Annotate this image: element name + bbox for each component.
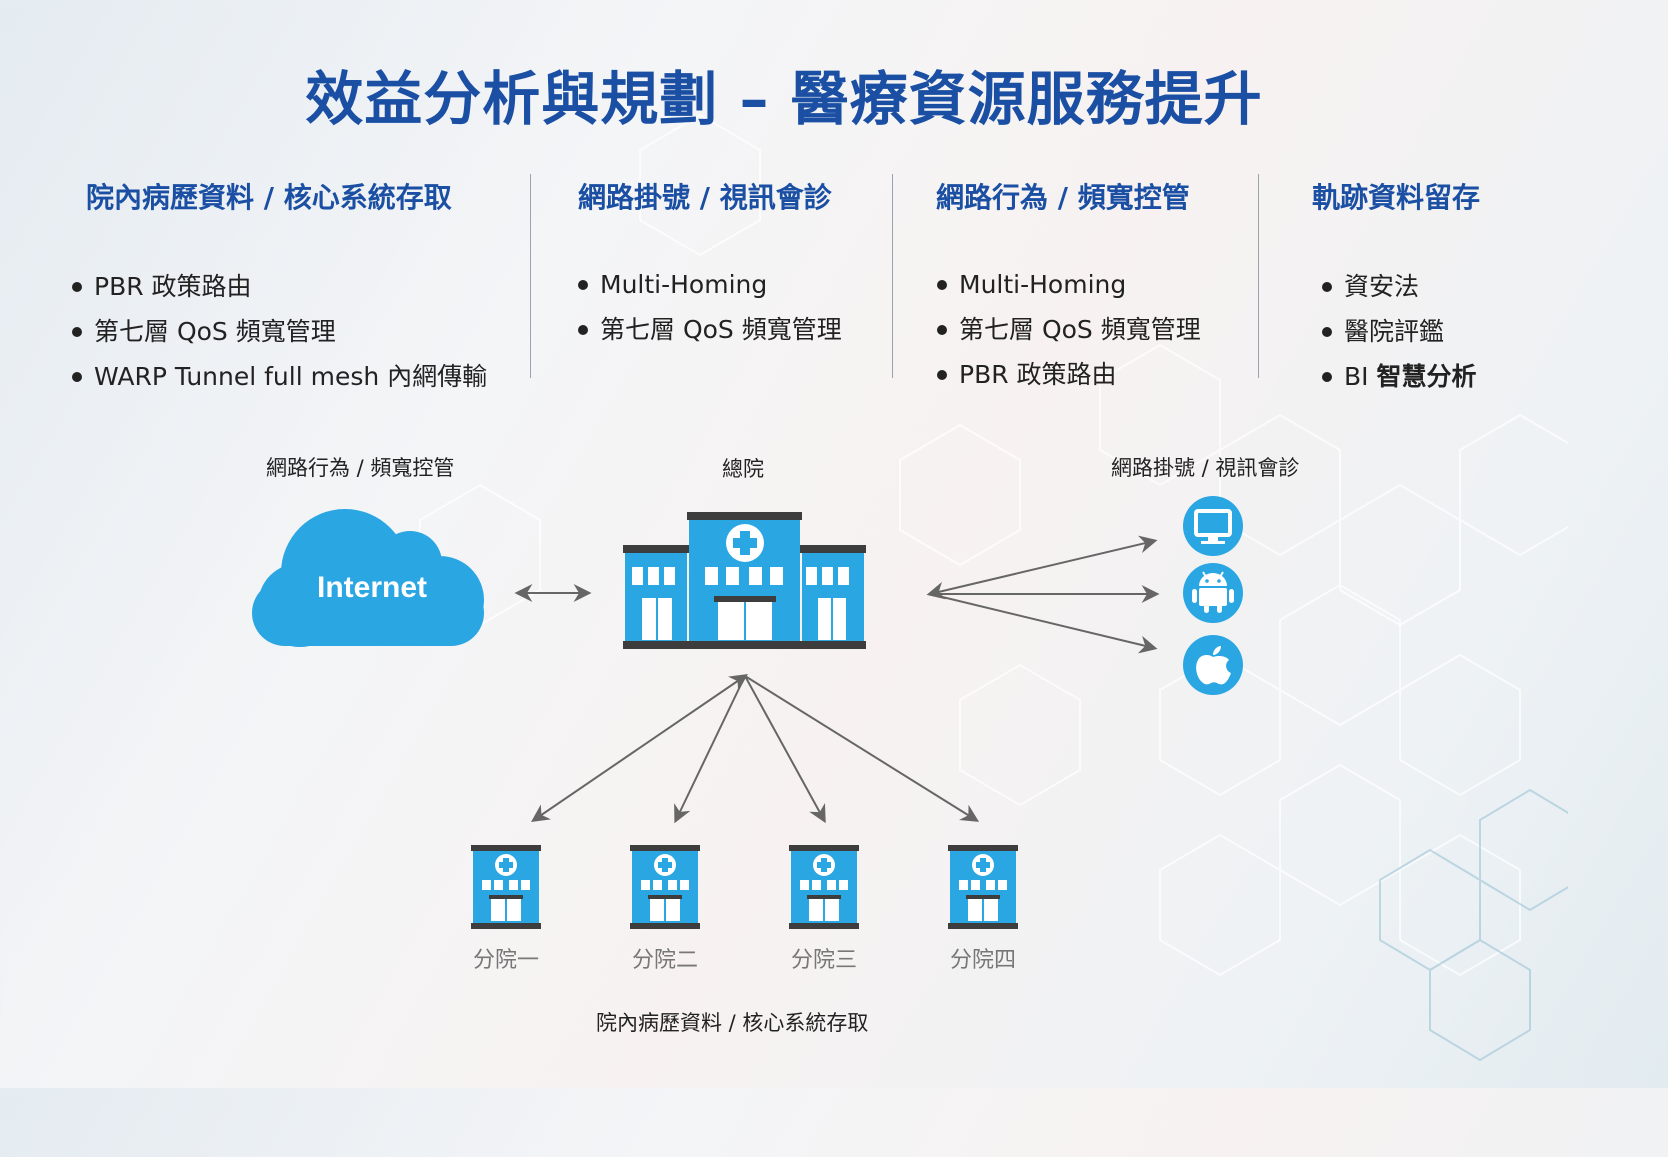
column-divider bbox=[892, 174, 893, 378]
internet-text: Internet bbox=[317, 571, 427, 604]
branch-hospital-icon bbox=[630, 845, 700, 929]
feature-column-1: 院內病歷資料 / 核心系統存取 PBR 政策路由 第七層 QoS 頻寬管理 WA… bbox=[72, 176, 487, 399]
feature-column-3: 網路行為 / 頻寬控管 Multi-Homing 第七層 QoS 頻寬管理 PB… bbox=[936, 176, 1201, 397]
branch-hospital-icon bbox=[471, 845, 541, 929]
list-item: WARP Tunnel full mesh 內網傳輸 bbox=[72, 354, 487, 399]
hospital-hq-icon bbox=[623, 512, 866, 649]
bottom-label: 院內病歷資料 / 核心系統存取 bbox=[596, 1011, 869, 1035]
column-divider bbox=[1258, 174, 1259, 378]
branch-label-3: 分院三 bbox=[790, 948, 857, 973]
list-item-bold: 智慧分析 bbox=[1376, 362, 1477, 391]
branch-hospital-icon bbox=[948, 845, 1018, 929]
list-item: Multi-Homing bbox=[937, 262, 1201, 307]
branch-label-2: 分院二 bbox=[631, 948, 698, 973]
list-item: PBR 政策路由 bbox=[72, 264, 487, 309]
monitor-icon bbox=[1183, 496, 1243, 556]
branch-label-1: 分院一 bbox=[472, 948, 539, 973]
hq-branch4-arrow bbox=[744, 675, 980, 822]
hq-apple-arrow bbox=[929, 593, 1158, 654]
android-icon bbox=[1183, 563, 1243, 623]
page-title: 效益分析與規劃 – 醫療資源服務提升 bbox=[305, 65, 1263, 133]
list-item: Multi-Homing bbox=[578, 262, 842, 307]
column-heading: 網路行為 / 頻寬控管 bbox=[936, 181, 1190, 214]
list-item: 醫院評鑑 bbox=[1322, 309, 1480, 354]
list-item: BI 智慧分析 bbox=[1322, 354, 1480, 399]
hq-branch3-arrow bbox=[744, 675, 826, 824]
branch-label-4: 分院四 bbox=[949, 948, 1016, 973]
internet-cloud-icon bbox=[252, 509, 484, 647]
hq-branch1-arrow bbox=[531, 673, 748, 823]
devices-side-label: 網路掛號 / 視訊會診 bbox=[1111, 456, 1300, 480]
branch-hospital-icon bbox=[789, 845, 859, 929]
column-divider bbox=[530, 174, 531, 378]
hq-branch2-arrow bbox=[674, 675, 746, 824]
network-diagram: Internet bbox=[252, 496, 1243, 929]
list-item: 第七層 QoS 頻寬管理 bbox=[937, 307, 1201, 352]
hq-label: 總院 bbox=[722, 457, 764, 481]
list-item-prefix: BI bbox=[1344, 362, 1377, 391]
feature-column-2: 網路掛號 / 視訊會診 Multi-Homing 第七層 QoS 頻寬管理 bbox=[578, 176, 842, 352]
column-heading: 院內病歷資料 / 核心系統存取 bbox=[86, 181, 452, 214]
column-heading: 網路掛號 / 視訊會診 bbox=[578, 181, 832, 214]
list-item: 資安法 bbox=[1322, 264, 1480, 309]
hq-monitor-arrow bbox=[926, 535, 1158, 600]
apple-icon bbox=[1183, 635, 1243, 695]
list-item: 第七層 QoS 頻寬管理 bbox=[72, 309, 487, 354]
list-item: PBR 政策路由 bbox=[937, 352, 1201, 397]
list-item: 第七層 QoS 頻寬管理 bbox=[578, 307, 842, 352]
column-heading: 軌跡資料留存 bbox=[1312, 181, 1481, 214]
internet-side-label: 網路行為 / 頻寬控管 bbox=[266, 456, 455, 480]
feature-column-4: 軌跡資料留存 資安法 醫院評鑑 BI 智慧分析 bbox=[1312, 176, 1480, 399]
